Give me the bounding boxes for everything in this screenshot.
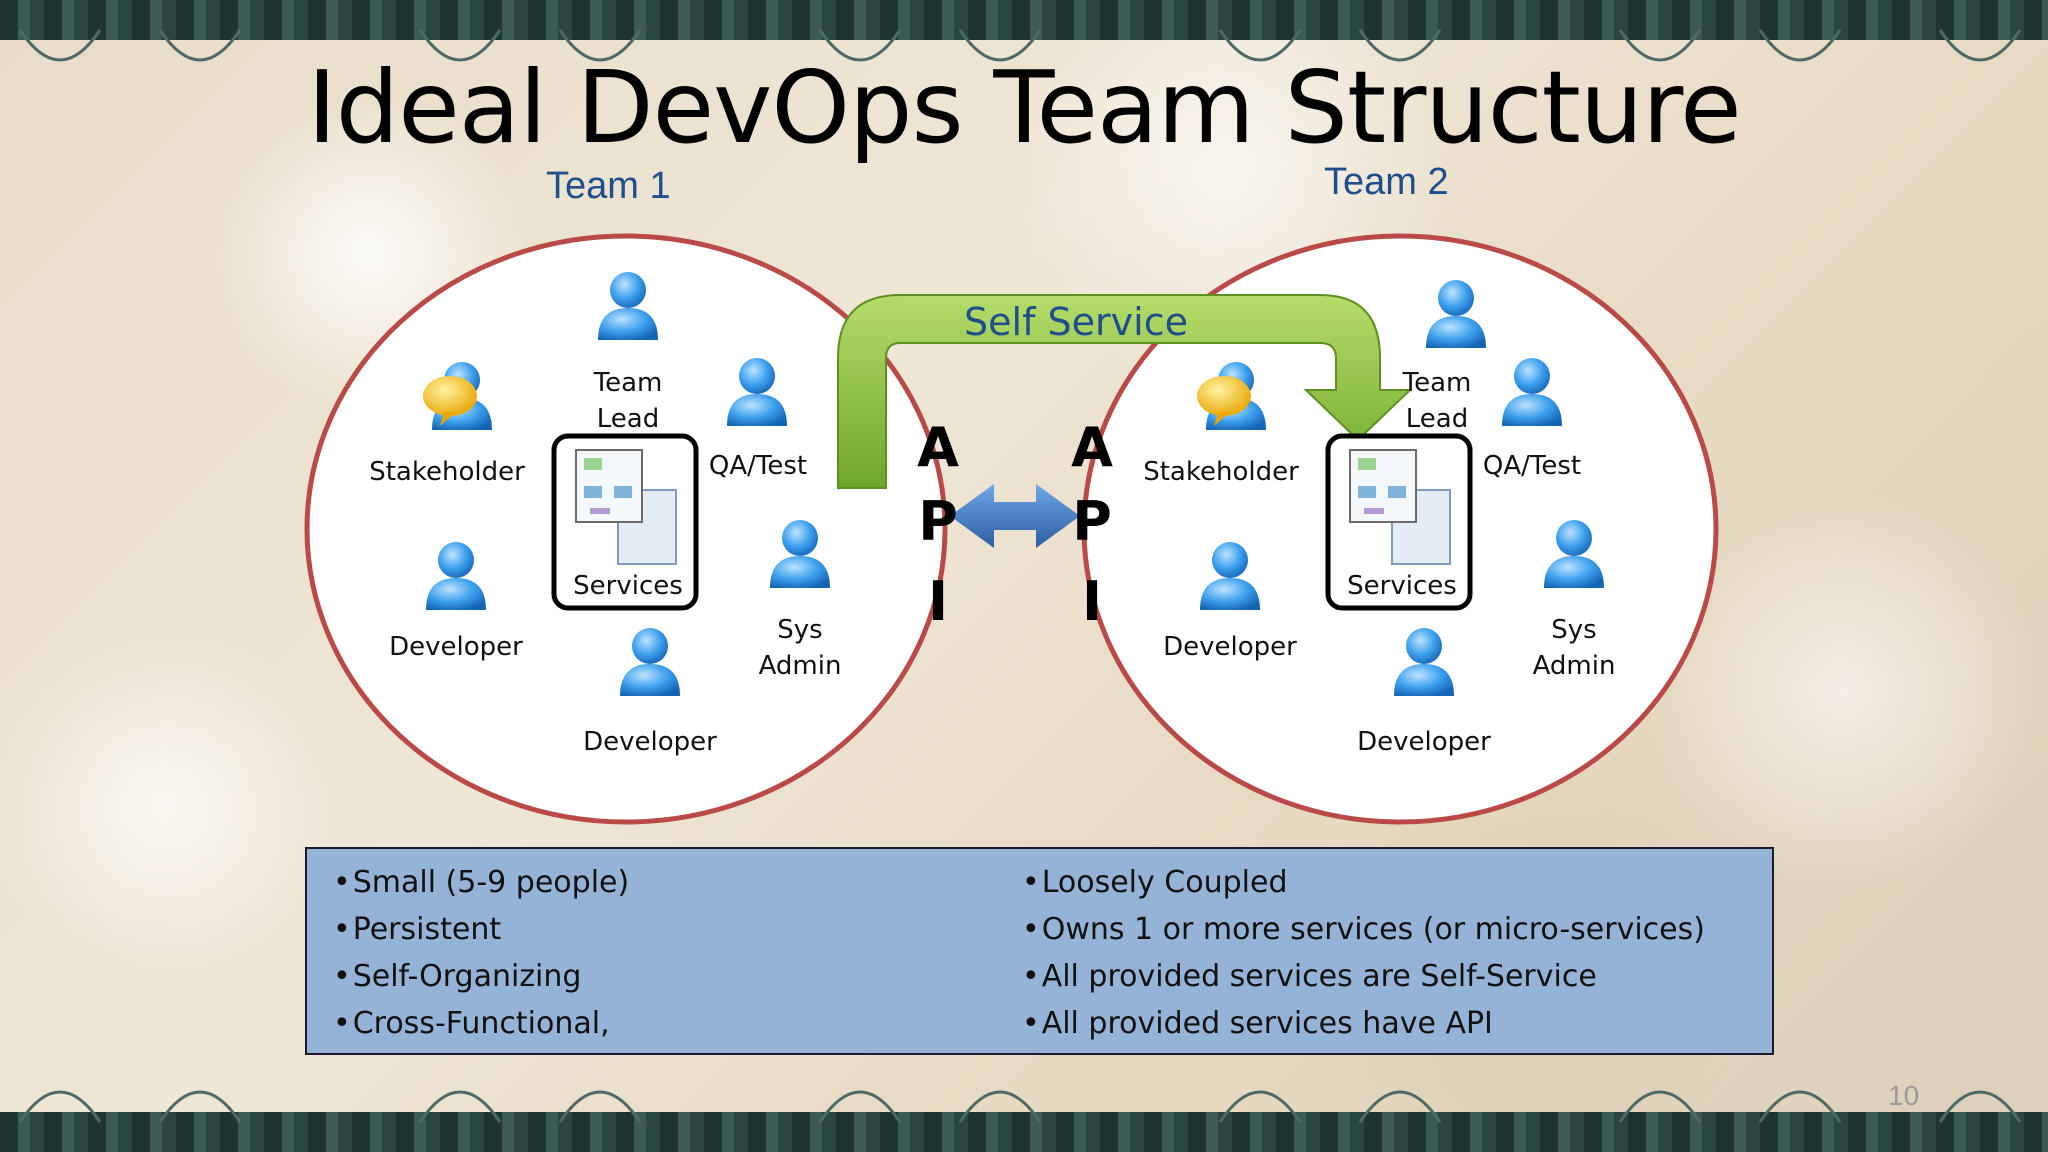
team-1-sysadmin-label-line2: Admin bbox=[759, 651, 842, 681]
traits-right-column: Loosely Coupled Owns 1 or more services … bbox=[1022, 859, 1705, 1047]
api-right-letter-a: A bbox=[1071, 416, 1113, 479]
bottom-leaf-ornament bbox=[18, 1090, 2022, 1123]
team-1-lead-label-line1: Team bbox=[593, 368, 663, 398]
top-leaf-ornament bbox=[18, 29, 2022, 62]
team-2-sysadmin-label-line1: Sys bbox=[1551, 615, 1596, 645]
api-double-arrow bbox=[950, 484, 1080, 548]
self-service-label: Self Service bbox=[964, 300, 1188, 344]
team-1-lead-label-line2: Lead bbox=[597, 404, 659, 434]
api-left-letter-a: A bbox=[917, 416, 959, 479]
team-2-services-document-icon bbox=[1349, 449, 1451, 565]
team-1-label: Team 1 bbox=[546, 165, 671, 207]
trait-persistent: Persistent bbox=[333, 906, 629, 953]
team-1-stakeholder-label: Stakeholder bbox=[369, 457, 525, 487]
trait-loosely-coupled: Loosely Coupled bbox=[1022, 859, 1705, 906]
team-1-services-label: Services bbox=[573, 571, 683, 601]
trait-self-organizing: Self-Organizing bbox=[333, 953, 629, 1000]
team-traits-box: Small (5-9 people) Persistent Self-Organ… bbox=[305, 847, 1774, 1055]
api-right-letter-i: I bbox=[1082, 570, 1102, 633]
team-2-chat-bubble-icon bbox=[1197, 376, 1251, 416]
team-2-lead-label-line1: Team bbox=[1402, 368, 1472, 398]
trait-self-service: All provided services are Self-Service bbox=[1022, 953, 1705, 1000]
api-left-letter-i: I bbox=[928, 570, 948, 633]
team-2-developer-bottom-label: Developer bbox=[1357, 727, 1491, 757]
api-right-letter-p: P bbox=[1072, 490, 1112, 553]
page-number: 10 bbox=[1888, 1080, 1920, 1111]
traits-left-column: Small (5-9 people) Persistent Self-Organ… bbox=[333, 859, 630, 1047]
team-1-qa-label: QA/Test bbox=[709, 451, 807, 481]
slide-title: Ideal DevOps Team Structure bbox=[307, 49, 1741, 166]
trait-small: Small (5-9 people) bbox=[333, 859, 630, 906]
bottom-decorative-band bbox=[0, 1112, 2048, 1152]
team-2-sysadmin-label-line2: Admin bbox=[1533, 651, 1616, 681]
team-1-chat-bubble-icon bbox=[423, 376, 477, 416]
api-left-letter-p: P bbox=[918, 490, 958, 553]
team-1-services-document-icon bbox=[575, 449, 677, 565]
team-2-stakeholder-label: Stakeholder bbox=[1143, 457, 1299, 487]
team-2-label: Team 2 bbox=[1324, 161, 1449, 203]
team-2-qa-label: QA/Test bbox=[1483, 451, 1581, 481]
team-1-developer-bottom-label: Developer bbox=[583, 727, 717, 757]
top-decorative-band bbox=[0, 0, 2048, 40]
team-2-developer-label: Developer bbox=[1163, 632, 1297, 662]
team-1-developer-label: Developer bbox=[389, 632, 523, 662]
team-1-sysadmin-label-line1: Sys bbox=[777, 615, 822, 645]
team-2-services-label: Services bbox=[1347, 571, 1457, 601]
trait-owns-services: Owns 1 or more services (or micro-servic… bbox=[1022, 906, 1705, 953]
self-service-arrow bbox=[837, 294, 1413, 489]
team-2-lead-label-line2: Lead bbox=[1406, 404, 1468, 434]
trait-have-api: All provided services have API bbox=[1022, 1000, 1705, 1047]
trait-cross-functional: Cross-Functional, bbox=[333, 1000, 629, 1047]
